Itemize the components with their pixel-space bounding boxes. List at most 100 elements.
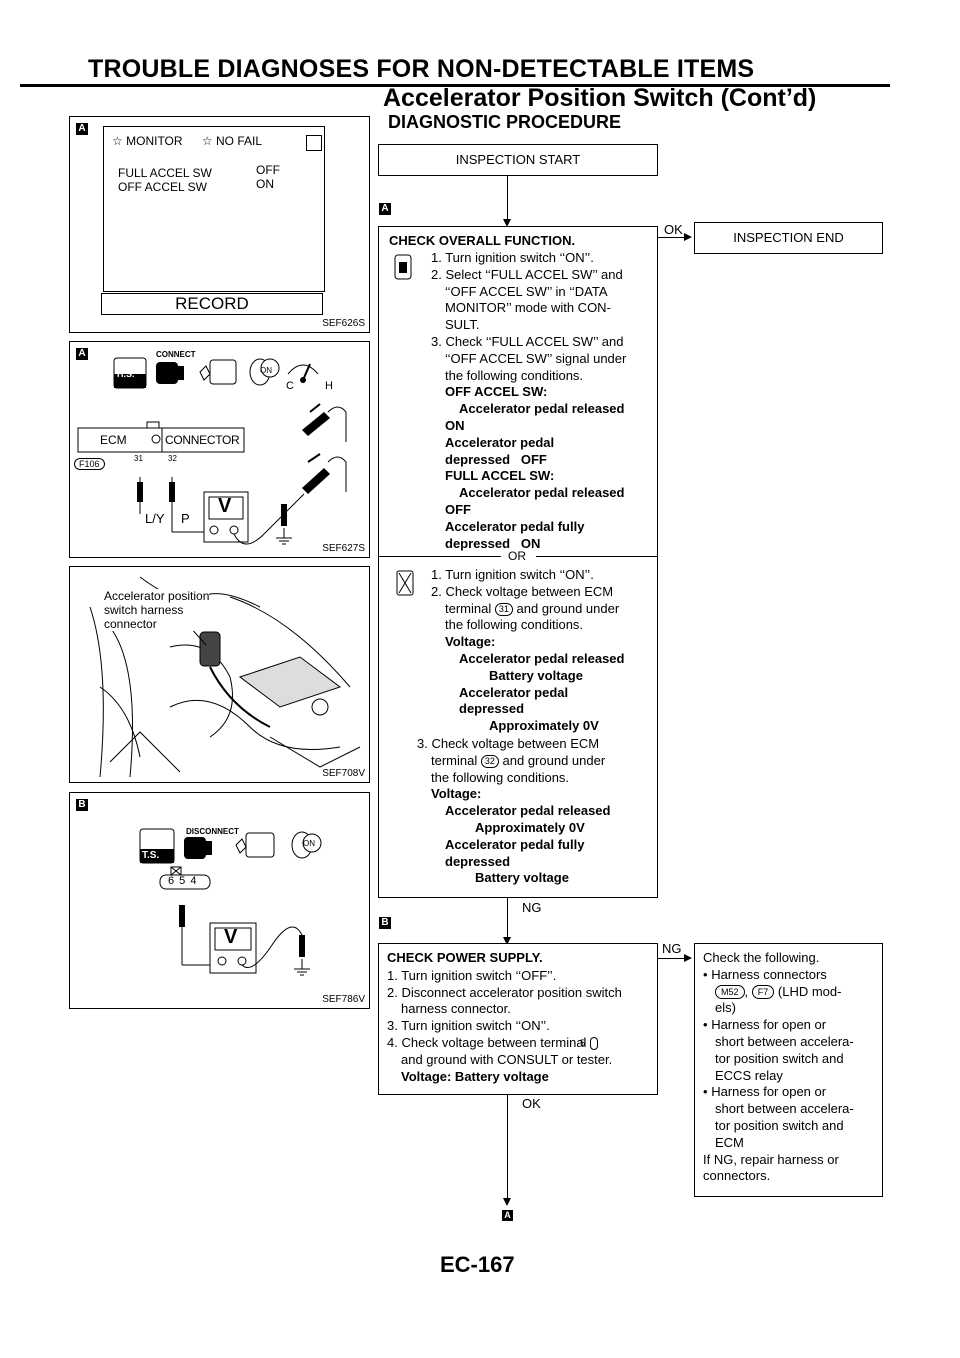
monitor-panel: A ☆ MONITOR ☆ NO FAIL FULL ACCEL SW OFF … xyxy=(69,116,370,333)
ng-label: NG xyxy=(522,900,542,915)
ng-line: tor position switch and xyxy=(715,1117,844,1133)
tester-icon xyxy=(396,570,414,596)
monitor-screen: ☆ MONITOR ☆ NO FAIL FULL ACCEL SW OFF AC… xyxy=(103,126,325,292)
harness-f106-label: F106 xyxy=(74,458,105,470)
condition-line: Accelerator pedal released xyxy=(445,803,611,819)
condition-line: Accelerator pedal fully xyxy=(445,836,585,852)
star-icon: ☆ xyxy=(112,134,123,148)
pedal-depressed-icon xyxy=(302,453,347,494)
probe-31 xyxy=(137,482,143,502)
ng-text: Harness for open or xyxy=(711,1084,827,1100)
flow-connector xyxy=(658,958,686,959)
pins-label: 6 5 4 xyxy=(168,875,198,887)
ng-line: els) xyxy=(715,1000,736,1016)
step-line: the following conditions. xyxy=(445,617,584,633)
caption-line: switch harness xyxy=(104,603,184,617)
condition-heading: OFF ACCEL SW: xyxy=(445,384,548,400)
step-line: 3. Turn ignition switch ‘‘ON’’. xyxy=(387,1018,550,1034)
step-line: 1. Turn ignition switch ‘‘ON’’. xyxy=(431,250,594,265)
pin-31-label: 31 xyxy=(134,454,143,463)
supply-diagram xyxy=(139,828,322,976)
condition-value: Battery voltage xyxy=(475,870,569,886)
ground-probe xyxy=(299,935,305,957)
arrow-down-icon xyxy=(503,219,511,227)
wiring-panel: A xyxy=(69,341,370,558)
bullet-icon: • xyxy=(703,966,708,982)
connector-icon xyxy=(156,362,184,384)
ng-label: NG xyxy=(662,941,682,956)
step-line: SULT. xyxy=(445,317,480,333)
disconnect-label: DISCONNECT xyxy=(186,827,239,836)
ground-wire xyxy=(233,493,305,545)
hs-label: H.S. xyxy=(117,369,135,379)
step-text: and ground under xyxy=(516,600,620,616)
step-line: 3. Check voltage between ECM xyxy=(417,736,600,751)
ng-line: short between accelera- xyxy=(715,1033,854,1049)
condition-line: Accelerator pedal fully xyxy=(445,518,585,534)
flow-connector xyxy=(507,176,508,220)
step-line: 4. Check voltage between terminal 5 xyxy=(387,1035,653,1052)
page-header-title: TROUBLE DIAGNOSES FOR NON-DETECTABLE ITE… xyxy=(88,55,755,83)
voltage-spec: Voltage: Battery voltage xyxy=(401,1068,549,1084)
wire-ly-label: L/Y xyxy=(145,511,165,526)
step-line: terminal 31 and ground under xyxy=(431,601,653,618)
condition-heading: FULL ACCEL SW: xyxy=(445,468,555,484)
arrow-down-icon xyxy=(503,1198,511,1206)
step-text: terminal xyxy=(431,752,478,768)
step-a-badge: A xyxy=(76,348,88,360)
connector-label: CONNECTOR xyxy=(165,433,240,447)
ng-line: If NG, repair harness or xyxy=(703,1151,839,1167)
harness-photo-panel: Accelerator position switch harness conn… xyxy=(69,566,370,783)
terminal-connector-icon xyxy=(159,866,211,890)
on-label: ON xyxy=(303,839,315,848)
sensor-icon xyxy=(235,832,275,858)
condition-line: depressed xyxy=(445,853,511,869)
monitor-row-name: FULL ACCEL SW xyxy=(118,166,212,180)
condition-line: Accelerator pedal xyxy=(459,684,569,700)
ng-line: connectors. xyxy=(703,1168,771,1184)
photo-caption: Accelerator position switch harness conn… xyxy=(104,589,210,631)
terminal-badge: 32 xyxy=(480,754,499,768)
probe-5 xyxy=(179,905,185,927)
arrow-right-icon xyxy=(684,954,692,962)
monitor-row-value: OFF xyxy=(256,163,280,177)
connector-m52-badge: M52 xyxy=(715,985,745,1000)
step-text: and ground under xyxy=(502,752,606,768)
ok-label: OK xyxy=(664,222,683,237)
ng-line: M52, F7 (LHD mod- xyxy=(703,984,879,1001)
step-line: the following conditions. xyxy=(431,769,570,785)
step-b-title: CHECK POWER SUPPLY. xyxy=(387,950,543,965)
step-b-marker: B xyxy=(379,917,391,929)
figure-code: SEF627S xyxy=(322,543,365,554)
ng-bullet: • Harness for open or xyxy=(703,1084,879,1101)
monitor-label: MONITOR xyxy=(126,134,183,148)
connector-f7-badge: F7 xyxy=(751,985,775,1000)
ok-label: OK xyxy=(522,1096,541,1111)
ng-text: Harness for open or xyxy=(711,1017,827,1033)
check-following-box: Check the following. • Harness connector… xyxy=(694,943,883,1197)
page-header-subtitle: Accelerator Position Switch (Cont’d) xyxy=(383,84,817,112)
step-line: MONITOR’’ mode with CON- xyxy=(445,300,611,316)
voltage-heading: Voltage: xyxy=(431,786,482,802)
inspection-start-box: INSPECTION START xyxy=(378,144,658,176)
caption-line: connector xyxy=(104,617,157,631)
record-button: RECORD xyxy=(101,293,323,315)
monitor-row-value: ON xyxy=(256,177,274,191)
temp-gauge-icon xyxy=(287,363,319,383)
bullet-icon: • xyxy=(703,1084,708,1100)
figure-code: SEF626S xyxy=(322,318,365,329)
ng-line: short between accelera- xyxy=(715,1101,854,1117)
step-a-title: CHECK OVERALL FUNCTION. xyxy=(389,233,576,248)
step-line: 2. Select ‘‘FULL ACCEL SW’’ and xyxy=(431,266,623,282)
supply-panel: B xyxy=(69,792,370,1009)
wiring-diagram xyxy=(77,357,347,545)
monitor-values: OFF ON xyxy=(256,163,280,191)
connector-icon xyxy=(184,837,212,859)
condition-value: Approximately 0V xyxy=(475,819,585,835)
nofail-label: NO FAIL xyxy=(216,134,263,148)
step-line: the following conditions. xyxy=(445,367,584,383)
monitor-rows: FULL ACCEL SW OFF ACCEL SW xyxy=(118,166,212,194)
on-label: ON xyxy=(260,366,272,375)
step-b-badge: B xyxy=(76,799,88,811)
condition-value: Approximately 0V xyxy=(489,718,599,734)
